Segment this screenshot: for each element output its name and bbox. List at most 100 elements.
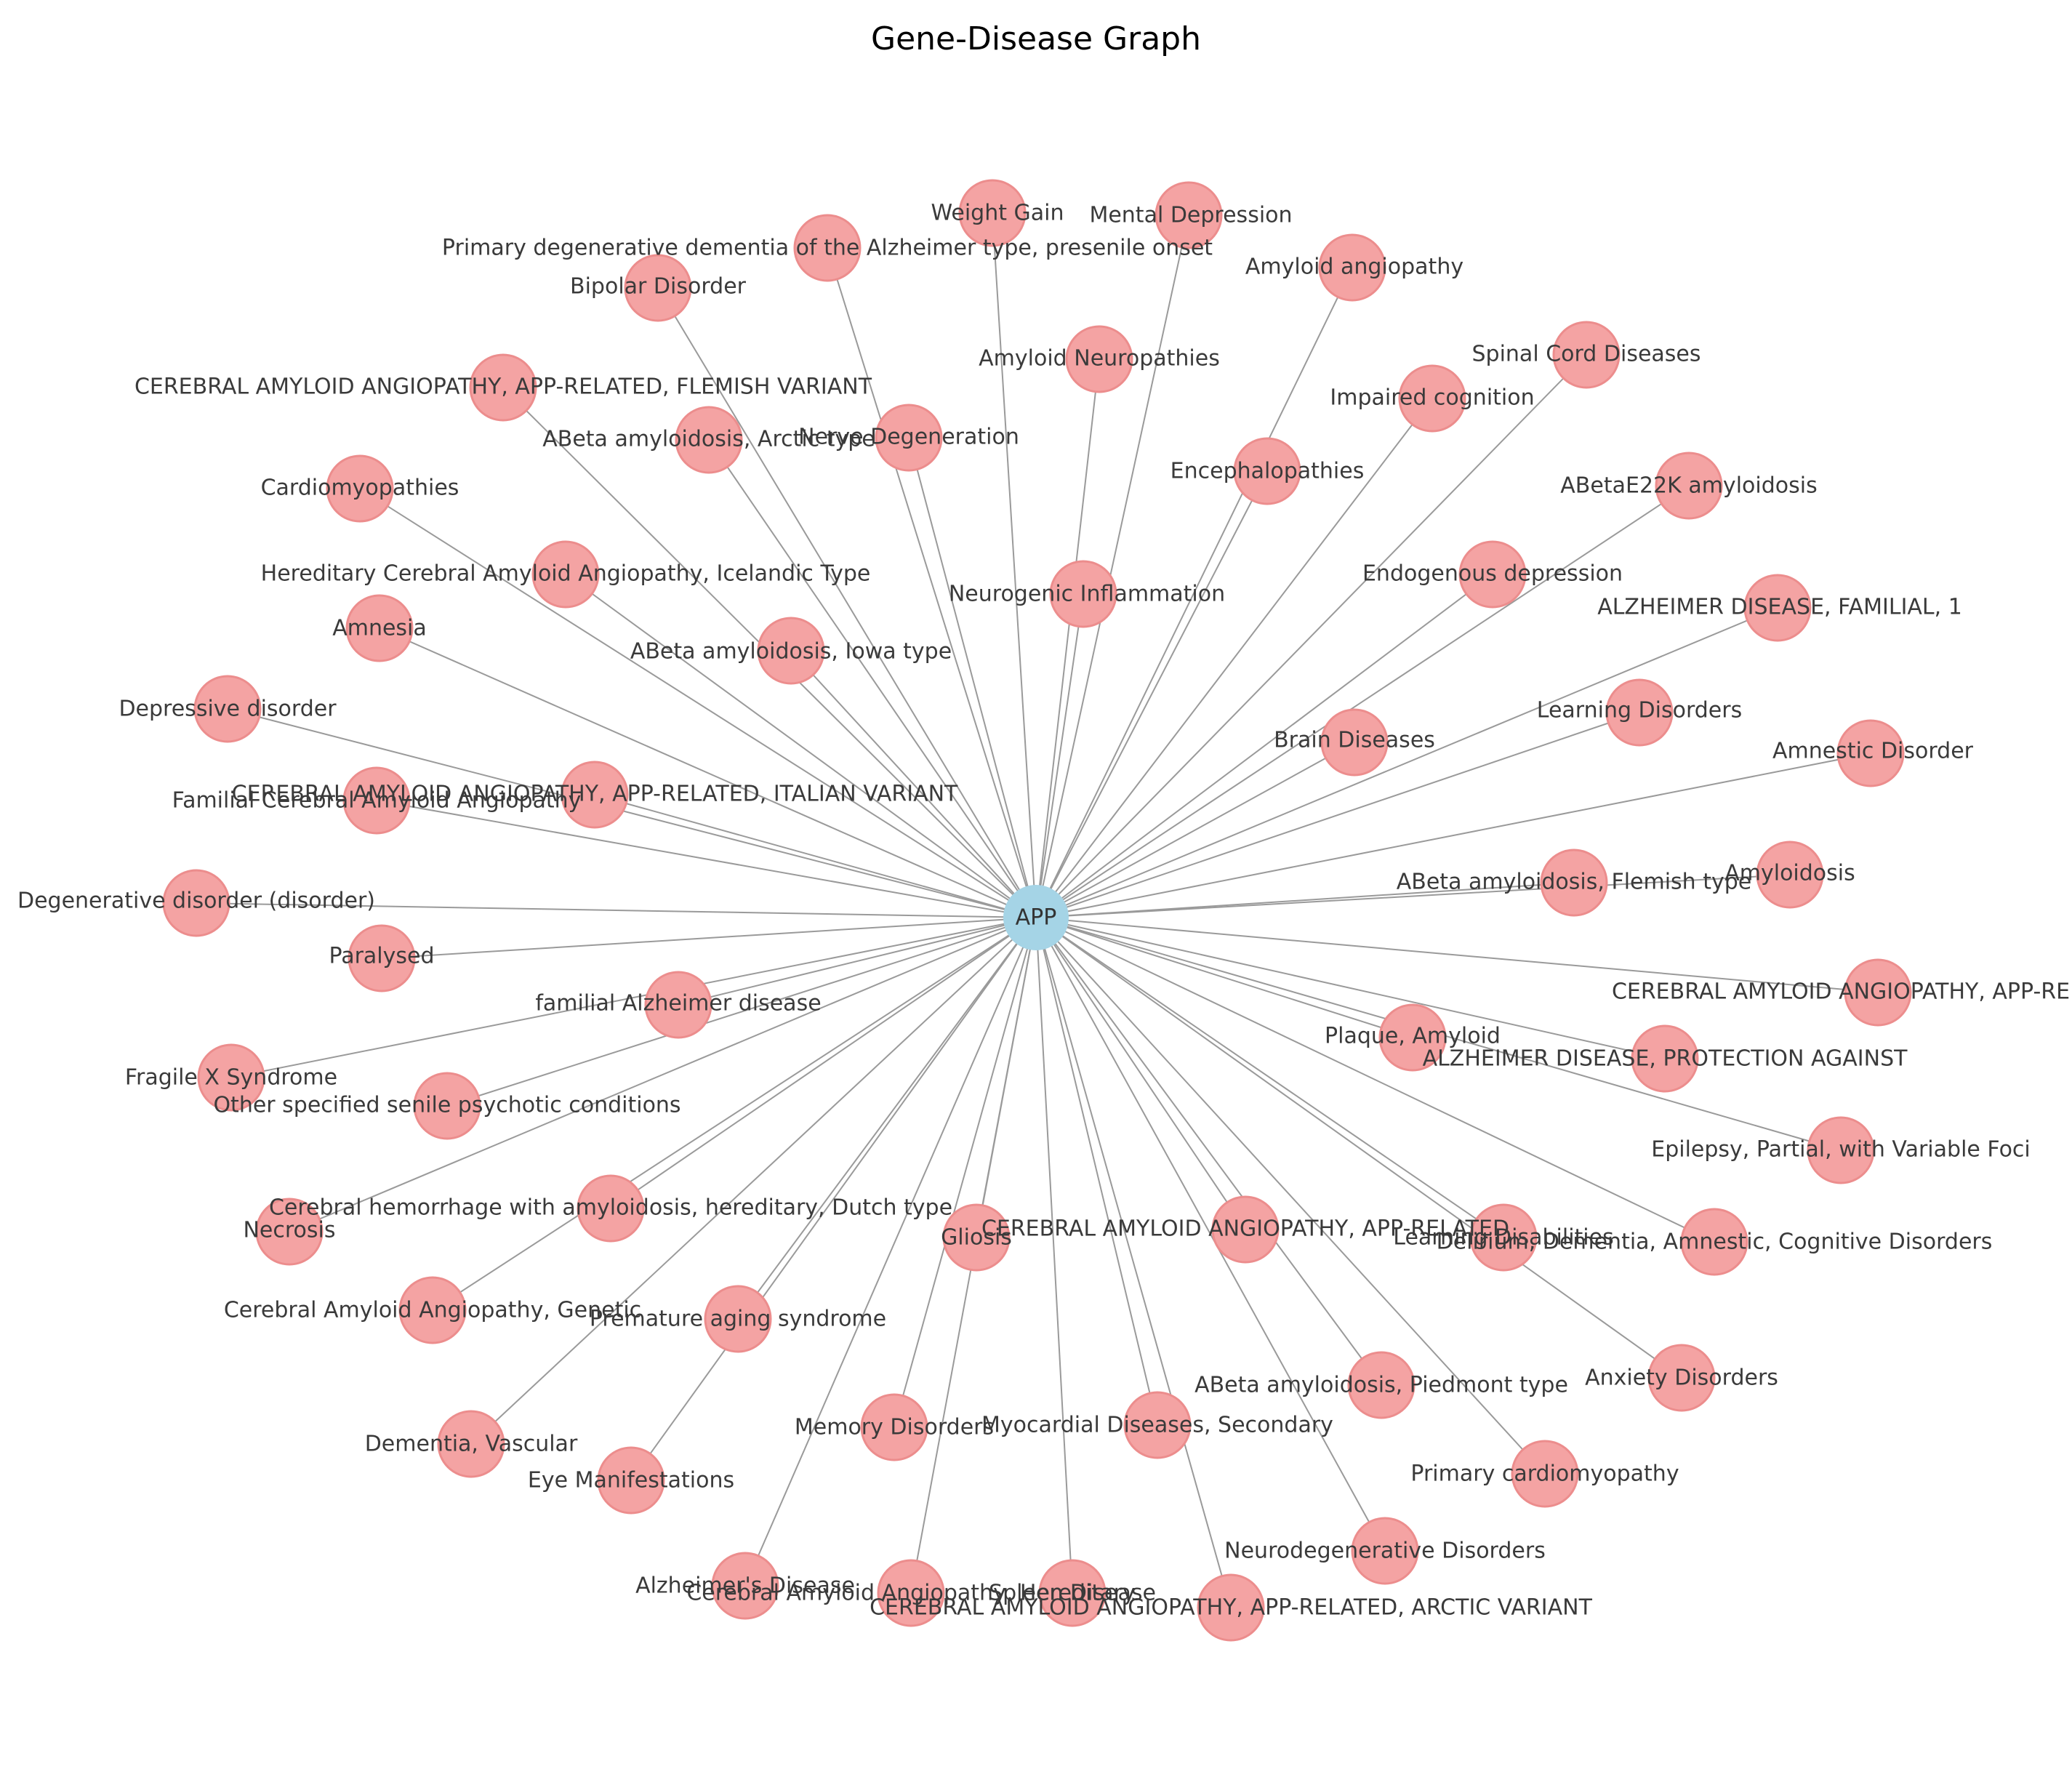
- disease-label: familial Alzheimer disease: [535, 991, 821, 1016]
- disease-node-cerebral-hemorrhage-with-amyloidosis-hereditary-dutch-type[interactable]: [577, 1174, 645, 1243]
- disease-node-impaired-cognition[interactable]: [1398, 364, 1466, 433]
- disease-label: Endogenous depression: [1362, 561, 1623, 587]
- edge-app-premature-aging-syndrome: [737, 917, 1037, 1320]
- disease-node-plaque-amyloid[interactable]: [1378, 1003, 1447, 1072]
- disease-node-cerebral-amyloid-angiopathy-app-related-italian-variant[interactable]: [561, 761, 629, 829]
- disease-node-cerebral-amyloid-angiopathy-hereditary[interactable]: [877, 1559, 945, 1627]
- disease-label: Degenerative disorder (disorder): [17, 888, 375, 914]
- disease-node-primary-cardiomyopathy[interactable]: [1511, 1440, 1579, 1508]
- disease-node-other-specified-senile-psychotic-conditions[interactable]: [413, 1072, 481, 1140]
- disease-node-anxiety-disorders[interactable]: [1647, 1344, 1716, 1412]
- disease-node-weight-gain[interactable]: [958, 179, 1027, 247]
- disease-node-familial-cerebral-amyloid-angiopathy[interactable]: [342, 766, 411, 835]
- disease-node-cardiomyopathies[interactable]: [326, 454, 394, 523]
- disease-label: ABeta amyloidosis, Iowa type: [630, 639, 952, 665]
- disease-node-delirium-dementia-amnestic-cognitive-disorders[interactable]: [1680, 1208, 1748, 1276]
- disease-node-epilepsy-partial-with-variable-foci[interactable]: [1807, 1116, 1875, 1184]
- edge-app-anxiety-disorders: [1035, 917, 1682, 1379]
- edge-app-alzheimer-s-disease: [744, 917, 1037, 1587]
- disease-node-abeta-amyloidosis-iowa-type[interactable]: [757, 617, 825, 685]
- edge-app-spinal-cord-diseases: [1035, 354, 1587, 918]
- disease-node-abetae22k-amyloidosis[interactable]: [1655, 452, 1723, 520]
- disease-node-amnestic-disorder[interactable]: [1836, 719, 1905, 787]
- disease-node-fragile-x-syndrome[interactable]: [197, 1043, 265, 1112]
- disease-label: Encephalopathies: [1170, 459, 1365, 484]
- disease-node-eye-manifestations[interactable]: [597, 1446, 665, 1515]
- disease-node-cerebral-amyloid-angiopathy-genetic[interactable]: [398, 1276, 467, 1344]
- disease-node-amnesia[interactable]: [345, 594, 414, 662]
- disease-node-amyloid-angiopathy[interactable]: [1318, 233, 1386, 302]
- disease-node-learning-disabilities[interactable]: [1469, 1203, 1538, 1272]
- disease-node-bipolar-disorder[interactable]: [624, 254, 692, 322]
- disease-node-spinal-cord-diseases[interactable]: [1552, 321, 1621, 389]
- disease-node-gliosis[interactable]: [942, 1203, 1011, 1272]
- disease-node-nerve-degeneration[interactable]: [875, 404, 943, 472]
- disease-node-neurogenic-inflammation[interactable]: [1049, 560, 1117, 628]
- disease-label: Spinal Cord Diseases: [1472, 342, 1701, 367]
- disease-node-learning-disorders[interactable]: [1605, 678, 1674, 747]
- edge-app-amnesia: [379, 627, 1037, 918]
- edge-app-bipolar-disorder: [657, 287, 1037, 918]
- edge-app-encephalopathies: [1035, 470, 1268, 918]
- disease-node-alzheimer-disease-familial-1[interactable]: [1743, 574, 1812, 642]
- disease-label: Myocardial Diseases, Secondary: [981, 1413, 1333, 1438]
- disease-node-amyloid-neuropathies[interactable]: [1065, 325, 1133, 393]
- disease-node-cerebral-amyloid-angiopathy-app-related-flemish-variant[interactable]: [469, 353, 537, 422]
- disease-node-encephalopathies[interactable]: [1233, 437, 1301, 505]
- edge-app-spleen-disease: [1035, 917, 1073, 1594]
- disease-node-cerebral-amyloid-angiopathy-app-related[interactable]: [1844, 958, 1912, 1027]
- edge-app-amyloid-angiopathy: [1035, 267, 1353, 918]
- disease-label: Brain Diseases: [1274, 728, 1435, 753]
- disease-node-cerebral-amyloid-angiopathy-app-related-arctic-variant[interactable]: [1197, 1573, 1265, 1642]
- disease-node-familial-alzheimer-disease[interactable]: [644, 971, 712, 1039]
- disease-node-depressive-disorder[interactable]: [193, 675, 262, 743]
- disease-label: Impaired cognition: [1330, 385, 1534, 411]
- disease-node-abeta-amyloidosis-flemish-type[interactable]: [1540, 849, 1608, 917]
- edge-app-amnestic-disorder: [1035, 753, 1871, 918]
- disease-label: Fragile X Syndrome: [125, 1065, 337, 1091]
- disease-node-memory-disorders[interactable]: [860, 1393, 928, 1461]
- disease-node-primary-degenerative-dementia-of-the-alzheimer-type-presenile-onset[interactable]: [793, 214, 862, 282]
- disease-label: Memory Disorders: [795, 1415, 994, 1440]
- edge-app-delirium-dementia-amnestic-cognitive-disorders: [1035, 917, 1715, 1243]
- edge-app-memory-disorders: [894, 917, 1037, 1428]
- edge-app-paralysed: [381, 917, 1037, 959]
- disease-label: Primary degenerative dementia of the Alz…: [442, 236, 1213, 261]
- edge-app-cerebral-amyloid-angiopathy-app-related: [1035, 917, 1246, 1230]
- gene-label: APP: [1016, 905, 1057, 931]
- disease-node-dementia-vascular[interactable]: [437, 1410, 505, 1478]
- disease-label: Neurogenic Inflammation: [949, 582, 1225, 607]
- disease-node-amyloidosis[interactable]: [1756, 841, 1824, 909]
- disease-label: CEREBRAL AMYLOID ANGIOPATHY, APP-RELATED…: [134, 374, 872, 400]
- disease-node-alzheimer-disease-protection-against[interactable]: [1631, 1024, 1699, 1093]
- disease-node-mental-depression[interactable]: [1155, 181, 1223, 249]
- disease-node-neurodegenerative-disorders[interactable]: [1351, 1517, 1419, 1585]
- edge-app-amyloidosis: [1035, 874, 1791, 918]
- edge-app-impaired-cognition: [1035, 398, 1433, 918]
- edge-app-endogenous-depression: [1035, 574, 1493, 918]
- disease-label: Mental Depression: [1089, 203, 1292, 228]
- edge-app-learning-disorders: [1035, 712, 1640, 918]
- disease-node-endogenous-depression[interactable]: [1458, 540, 1527, 609]
- disease-node-hereditary-cerebral-amyloid-angiopathy-icelandic-type[interactable]: [531, 540, 600, 609]
- disease-node-brain-diseases[interactable]: [1320, 708, 1389, 777]
- gene-node-app[interactable]: [1003, 885, 1069, 950]
- disease-node-premature-aging-syndrome[interactable]: [704, 1285, 772, 1353]
- disease-node-myocardial-diseases-secondary[interactable]: [1123, 1391, 1192, 1459]
- disease-label: Spleen Disease: [989, 1581, 1156, 1606]
- disease-node-degenerative-disorder-disorder[interactable]: [162, 869, 230, 937]
- disease-node-necrosis[interactable]: [255, 1198, 324, 1266]
- disease-node-abeta-amyloidosis-piedmont-type[interactable]: [1347, 1351, 1416, 1419]
- disease-node-paralysed[interactable]: [348, 924, 416, 992]
- disease-label: ABeta amyloidosis, Flemish type: [1397, 870, 1752, 895]
- disease-node-spleen-disease[interactable]: [1038, 1559, 1107, 1627]
- disease-node-abeta-amyloidosis-arctic-type[interactable]: [675, 406, 743, 474]
- edge-app-alzheimer-disease-familial-1: [1035, 607, 1778, 918]
- disease-label: Amnesia: [332, 616, 427, 641]
- disease-node-alzheimer-s-disease[interactable]: [711, 1552, 779, 1620]
- edge-app-weight-gain: [992, 212, 1037, 918]
- disease-label: Cardiomyopathies: [261, 476, 459, 501]
- disease-node-cerebral-amyloid-angiopathy-app-related[interactable]: [1211, 1195, 1280, 1264]
- disease-label: Cerebral Amyloid Angiopathy, Hereditary: [686, 1581, 1135, 1606]
